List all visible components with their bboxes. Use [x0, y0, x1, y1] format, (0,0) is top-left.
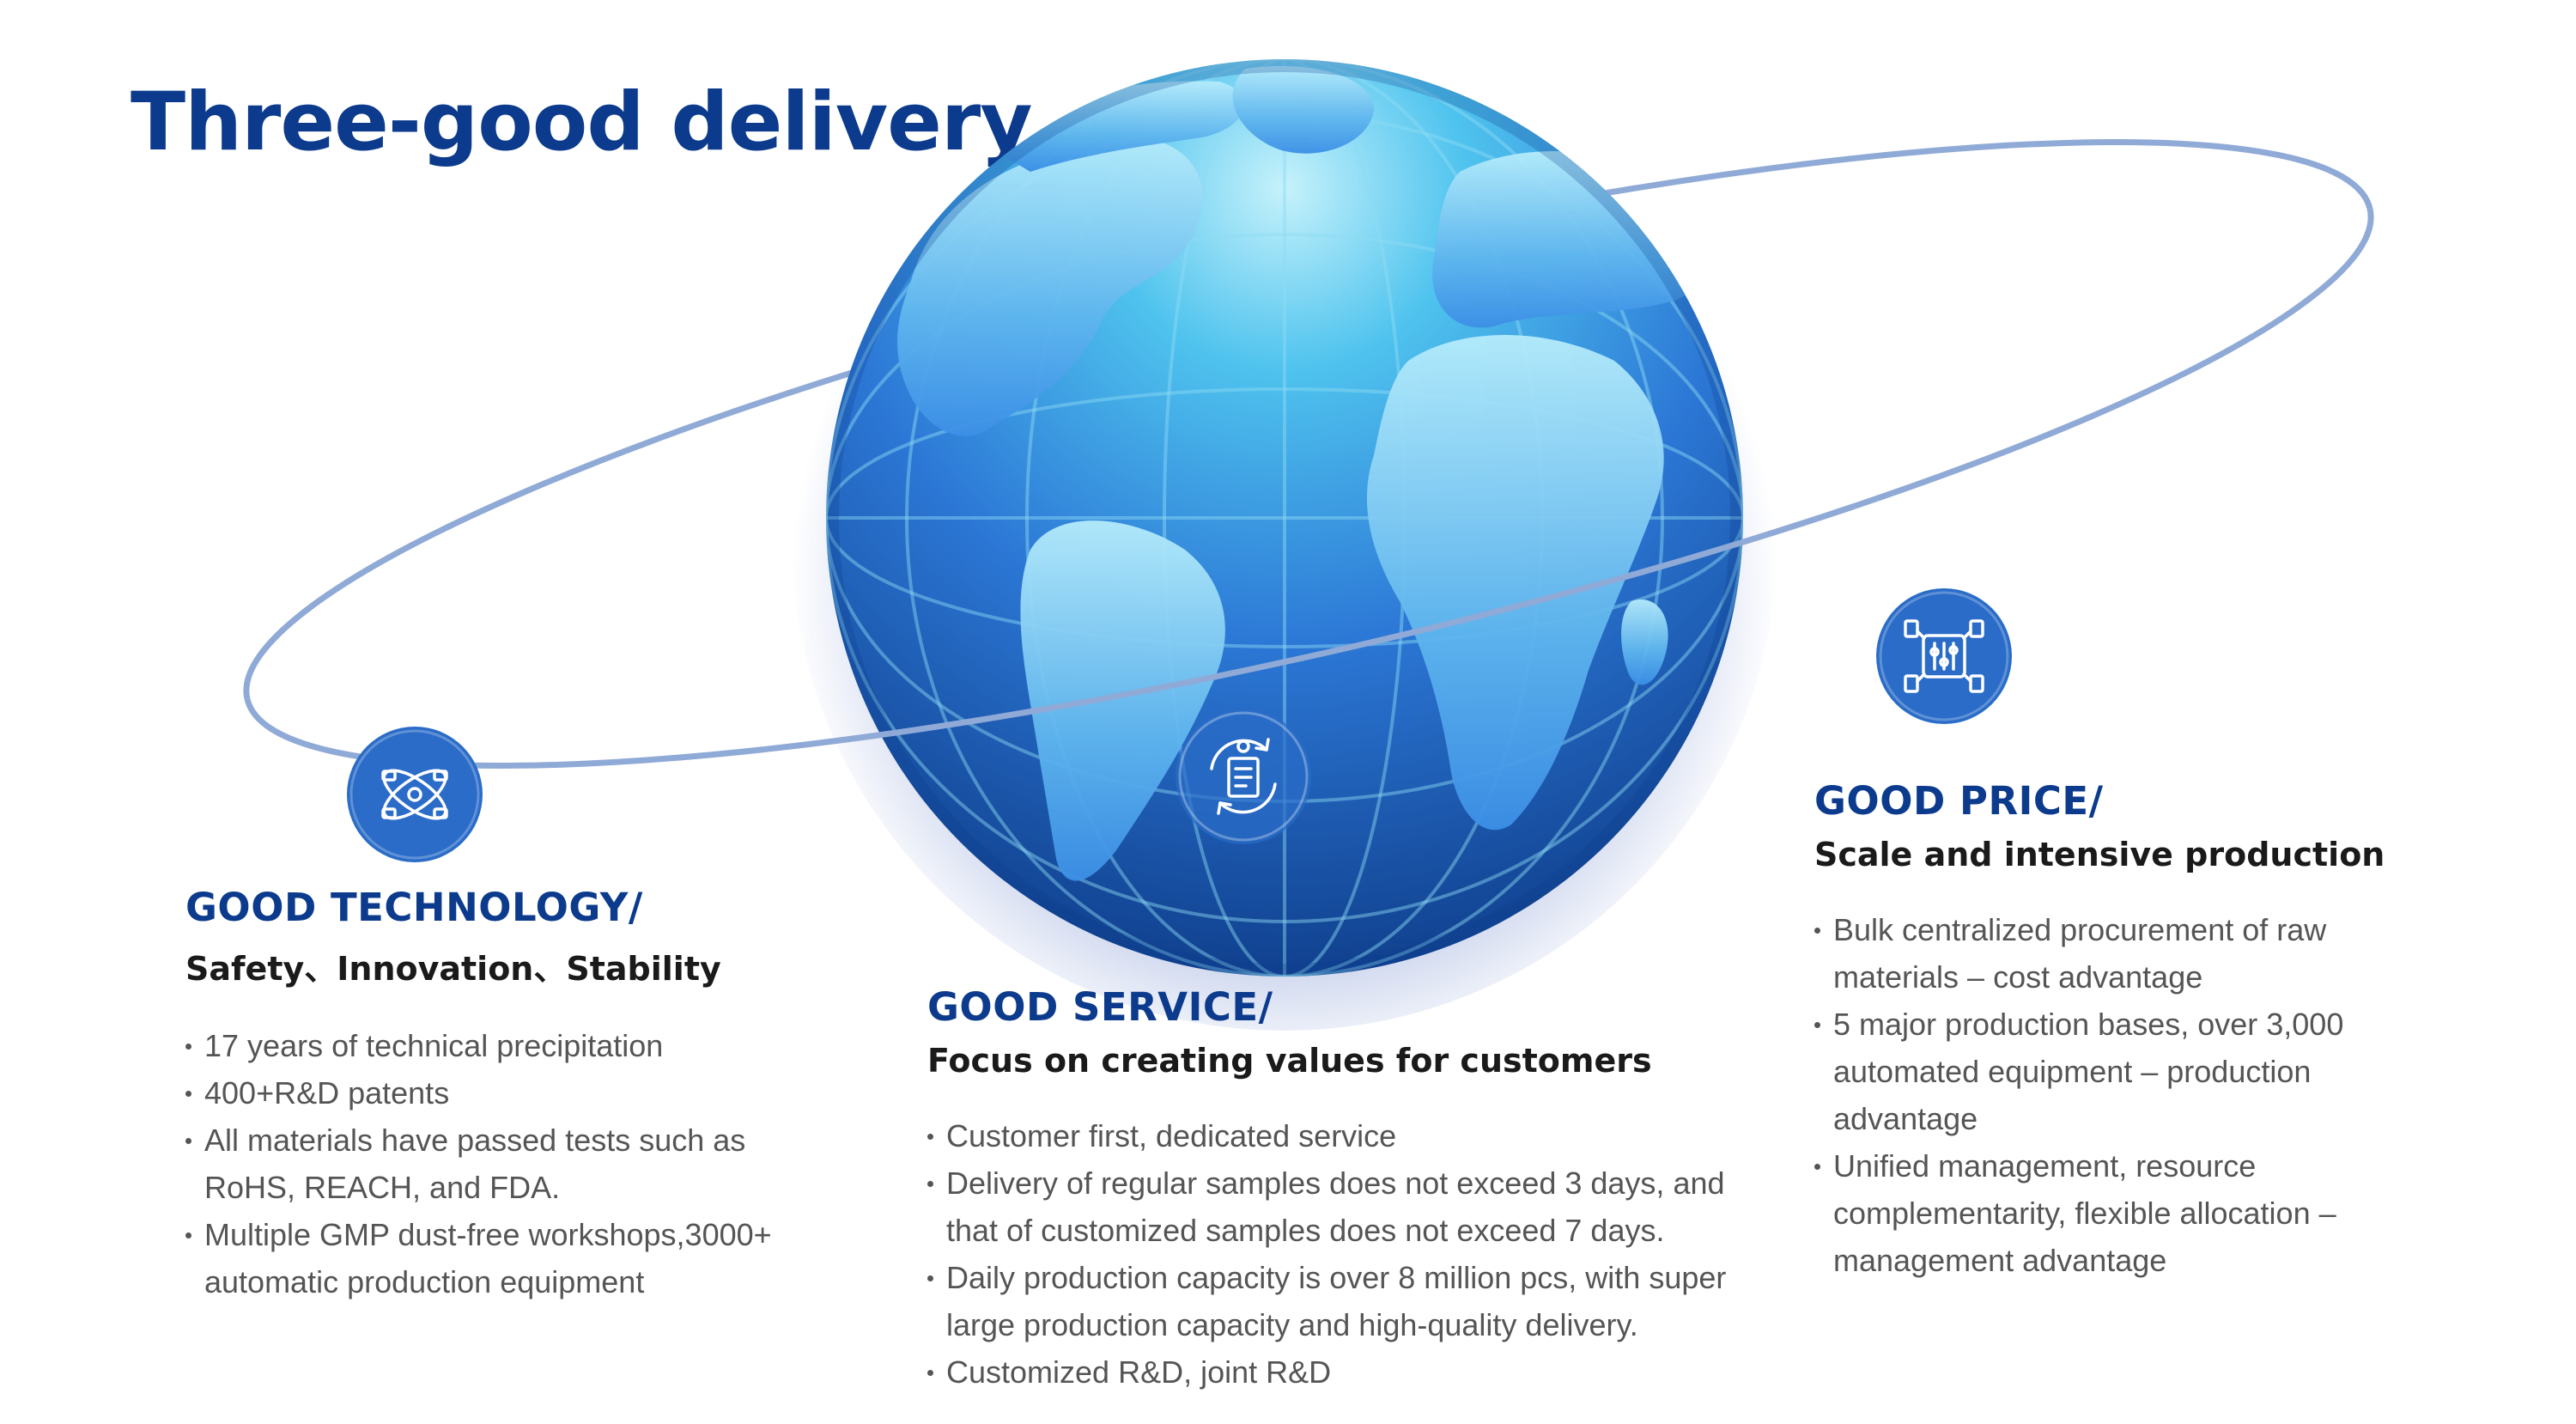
molecule-network-icon — [347, 727, 483, 862]
price-section: GOOD PRICE/ Scale and intensive producti… — [1814, 778, 2415, 1284]
service-badge — [1176, 709, 1311, 844]
bullet-point: 5 major production bases, over 3,000 aut… — [1814, 1001, 2415, 1142]
service-subtitle: Focus on creating values for customers — [927, 1042, 1652, 1080]
bullet-point: 17 years of technical precipitation — [185, 1022, 804, 1069]
globe — [826, 59, 1743, 977]
bullet-point: Bulk centralized procurement of raw mate… — [1814, 906, 2415, 1001]
bullet-point: Delivery of regular samples does not exc… — [927, 1159, 1752, 1254]
price-subtitle: Scale and intensive production — [1814, 836, 2385, 873]
price-badge — [1876, 588, 2012, 724]
bullet-point: Multiple GMP dust-free workshops,3000+ a… — [185, 1211, 804, 1305]
bullet-point: All materials have passed tests such as … — [185, 1117, 804, 1211]
gear-cycle-icon — [1176, 709, 1311, 844]
service-heading: GOOD SERVICE/ — [927, 984, 1273, 1030]
technology-heading: GOOD TECHNOLOGY/ — [185, 885, 643, 930]
technology-badge — [347, 727, 483, 862]
bullet-point: Daily production capacity is over 8 mill… — [927, 1254, 1752, 1348]
bullet-point: Unified management, resource complementa… — [1814, 1142, 2415, 1284]
bullet-point: Customer first, dedicated service — [927, 1112, 1752, 1159]
bullet-point: Customized R&D, joint R&D — [927, 1348, 1752, 1396]
production-network-icon — [1876, 588, 2012, 724]
technology-subtitle: Safety、Innovation、Stability — [185, 950, 721, 988]
service-section: GOOD SERVICE/ Focus on creating values f… — [927, 984, 1752, 1396]
price-points: Bulk centralized procurement of raw mate… — [1814, 906, 2415, 1284]
bullet-point: 400+R&D patents — [185, 1069, 804, 1117]
technology-section: GOOD TECHNOLOGY/ Safety、Innovation、Stabi… — [185, 885, 804, 1305]
page-title: Three-good delivery — [131, 76, 1033, 169]
price-heading: GOOD PRICE/ — [1814, 778, 2104, 824]
